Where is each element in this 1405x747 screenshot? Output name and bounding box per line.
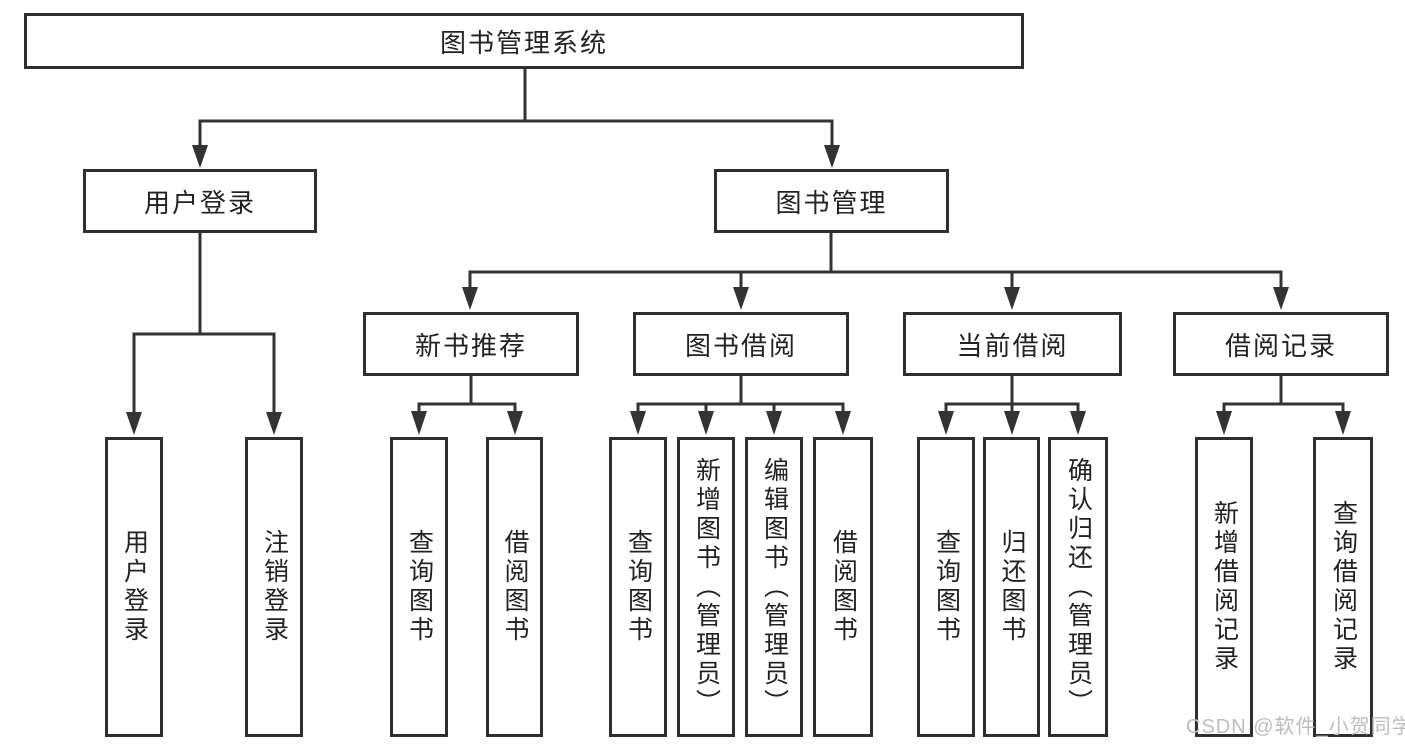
connector-current-borrow-children: [938, 374, 1086, 435]
arrowhead-icon: [507, 411, 523, 435]
watermark: CSDN @软件_小贺同学: [1186, 716, 1405, 738]
arrowhead-icon: [411, 411, 427, 435]
arrowhead-icon: [938, 411, 954, 435]
arrowhead-icon: [766, 411, 782, 435]
node-current-borrow: 当前借阅: [903, 312, 1122, 376]
arrowhead-icon: [824, 145, 840, 168]
arrowhead-icon: [630, 411, 646, 435]
connector-user-login-children: [126, 231, 282, 435]
leaf-bb-query-books: 查询图书: [609, 437, 667, 737]
arrowhead-icon: [1004, 287, 1020, 310]
arrowhead-icon: [1273, 287, 1289, 310]
connector-borrow-records-children: [1216, 374, 1351, 435]
arrowhead-icon: [192, 145, 208, 168]
leaf-bb-add-books-admin: 新增图书（管理员）: [677, 437, 735, 737]
node-book-management: 图书管理: [714, 169, 949, 233]
node-book-borrow: 图书借阅: [633, 312, 849, 376]
leaf-user-login: 用户登录: [105, 437, 163, 737]
connector-root-to-level2: [192, 67, 840, 168]
leaf-cb-return-books: 归还图书: [983, 437, 1040, 737]
leaf-logout: 注销登录: [245, 437, 303, 737]
leaf-cb-confirm-return-admin: 确认归还（管理员）: [1048, 437, 1108, 737]
arrowhead-icon: [733, 287, 749, 310]
leaf-rec-query-books: 查询图书: [390, 437, 448, 737]
leaf-cb-query-books: 查询图书: [917, 437, 975, 737]
leaf-rec-borrow-books: 借阅图书: [486, 437, 543, 737]
arrowhead-icon: [266, 412, 282, 435]
arrowhead-icon: [462, 287, 478, 310]
leaf-bb-borrow-books: 借阅图书: [813, 437, 873, 737]
leaf-br-add-record: 新增借阅记录: [1195, 437, 1253, 737]
leaf-bb-edit-books-admin: 编辑图书（管理员）: [745, 437, 803, 737]
arrowhead-icon: [698, 411, 714, 435]
connector-book-borrow-children: [630, 374, 851, 435]
node-root: 图书管理系统: [24, 13, 1024, 69]
arrowhead-icon: [835, 411, 851, 435]
arrowhead-icon: [1004, 411, 1020, 435]
connector-book-mgmt-children: [462, 231, 1289, 310]
leaf-br-query-record: 查询借阅记录: [1313, 437, 1373, 737]
connector-new-book-rec-children: [411, 374, 523, 435]
node-new-book-recommend: 新书推荐: [363, 312, 579, 376]
arrowhead-icon: [1070, 411, 1086, 435]
arrowhead-icon: [1335, 411, 1351, 435]
node-borrow-records: 借阅记录: [1173, 312, 1389, 376]
arrowhead-icon: [1216, 411, 1232, 435]
node-user-login: 用户登录: [83, 169, 317, 233]
arrowhead-icon: [126, 412, 142, 435]
